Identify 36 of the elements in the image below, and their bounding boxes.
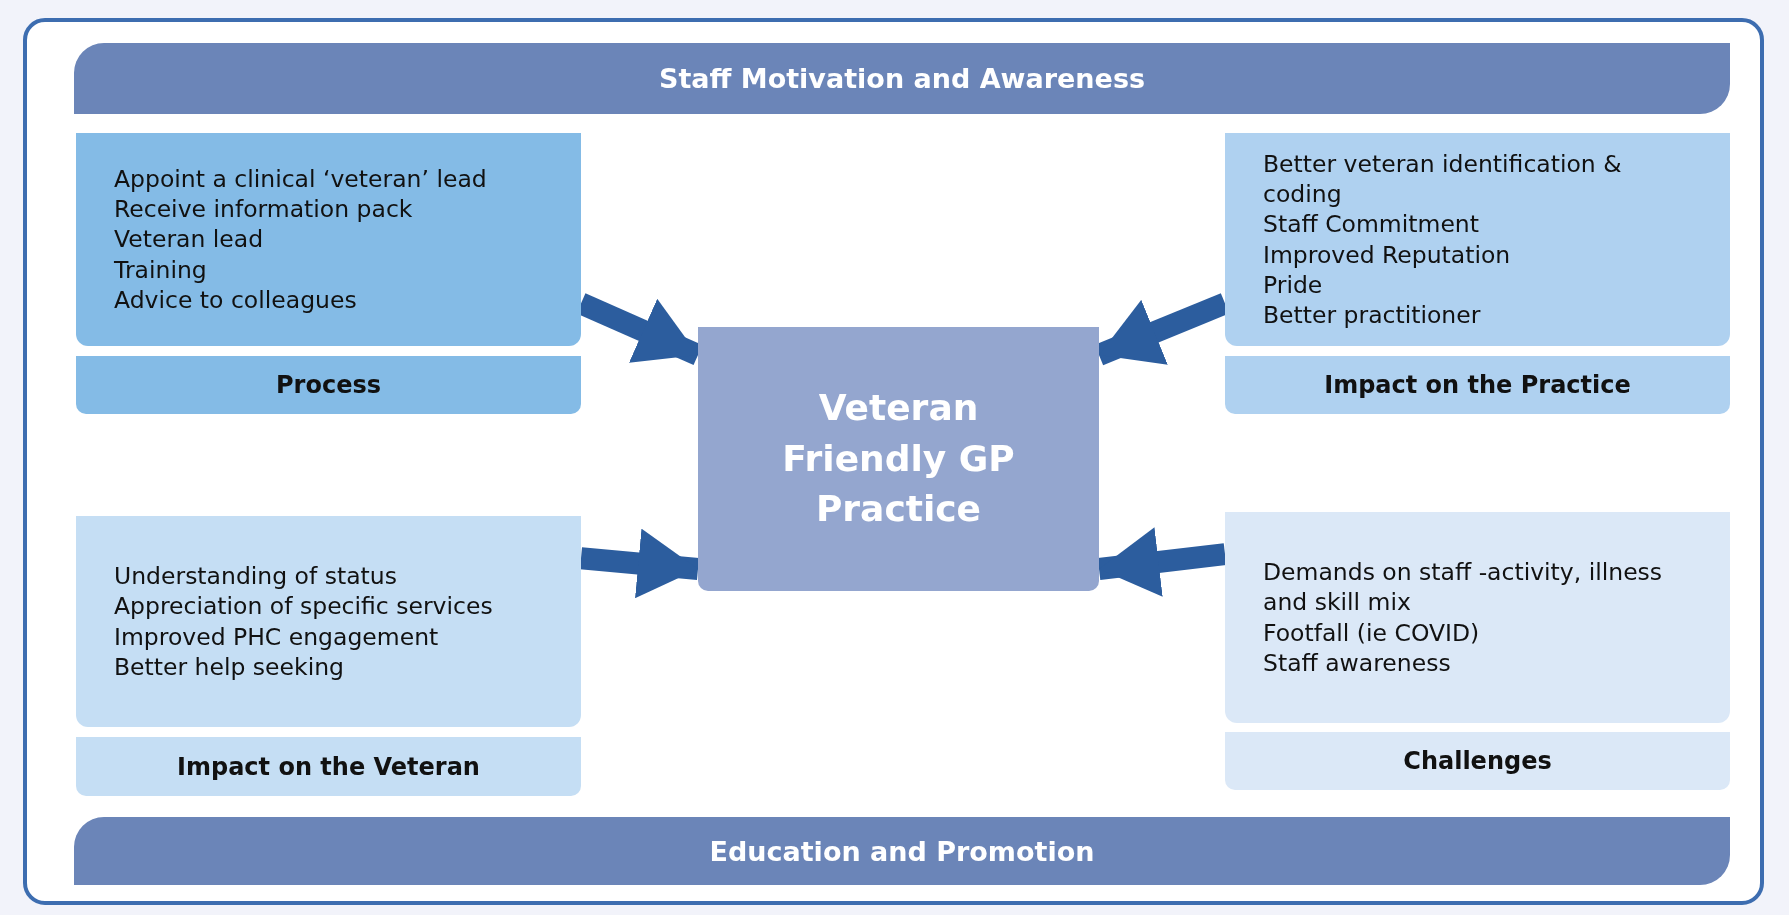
heading-box <box>1225 356 1730 414</box>
list-item: Better practitioner <box>1263 299 1482 330</box>
list-item: Improved PHC engagement <box>114 621 440 652</box>
list-item: Understanding of status <box>114 561 398 592</box>
list-item: Demands on staff -activity, illness and skill mix <box>1263 557 1664 618</box>
list-item: Better help seeking <box>114 651 345 682</box>
list-item: Staff Commitment <box>1263 209 1480 240</box>
heading-box <box>76 737 581 796</box>
text-box <box>76 133 581 346</box>
center-box <box>698 327 1099 591</box>
heading-box <box>1225 732 1730 790</box>
list-item: Staff awareness <box>1263 647 1452 678</box>
arrow <box>580 528 699 599</box>
list-item: Training <box>114 254 208 285</box>
list-item: Pride <box>1263 269 1324 300</box>
list-item: Improved Reputation <box>1263 239 1512 270</box>
banner-band <box>74 43 1730 114</box>
heading-text: Impact on the Veteran <box>177 752 480 781</box>
banner-band <box>74 817 1730 885</box>
list-item: Footfall (ie COVID) <box>1263 617 1481 648</box>
list-item: Appreciation of specific services <box>114 591 494 622</box>
heading-text: Challenges <box>1403 747 1552 775</box>
text-box <box>1225 512 1730 723</box>
heading-text: Impact on the Practice <box>1324 371 1631 399</box>
band-title: Education and Promotion <box>709 835 1095 867</box>
band-title: Staff Motivation and Awareness <box>658 63 1146 94</box>
heading-text: Process <box>276 371 381 399</box>
list-item: Advice to colleagues <box>114 284 358 315</box>
text-box <box>76 516 581 727</box>
list-item: Veteran lead <box>114 224 265 255</box>
text-box <box>1225 133 1730 346</box>
list-item: Appoint a clinical ‘veteran’ lead <box>114 164 488 195</box>
heading-box <box>76 356 581 414</box>
list-item: Receive information pack <box>114 194 414 225</box>
list-item: Better veteran identification & coding <box>1263 149 1623 210</box>
center-title: Veteran Friendly GP Practice <box>781 386 1016 532</box>
